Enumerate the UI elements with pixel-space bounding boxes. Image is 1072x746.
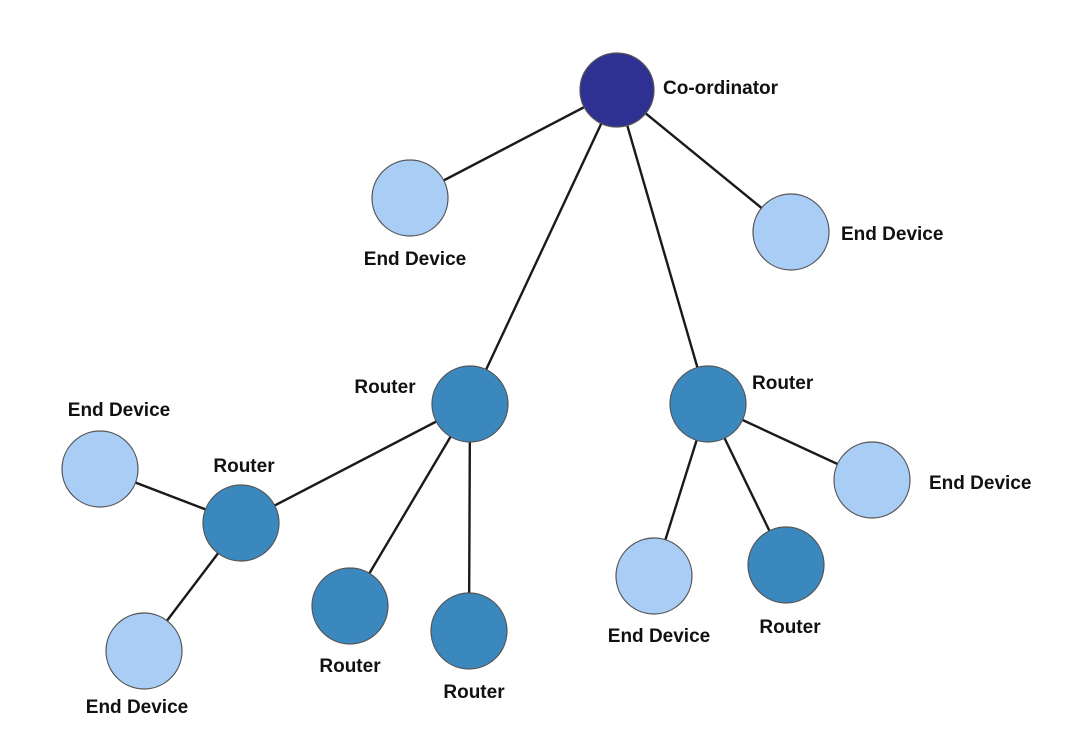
node-router-bottom-b [430,592,508,670]
node-co-ordinator [579,52,655,128]
edge-router-center-left-to-router-far-left [239,402,472,525]
label-router-bottom-a: Router [319,656,381,677]
label-router-right-bottom: Router [759,617,821,638]
label-router-far-left: Router [213,456,275,477]
label-router-center-right: Router [752,373,814,394]
node-router-bottom-a [311,567,389,645]
label-router-center-left: Router [354,377,416,398]
node-end-device-far-left-top [61,430,139,508]
edge-co-ordinator-to-router-center-left [468,88,619,406]
label-end-device-far-right: End Device [929,473,1031,494]
node-router-center-right [669,365,747,443]
node-end-device-top-right [752,193,830,271]
label-end-device-top-right: End Device [841,224,943,245]
label-router-bottom-b: Router [443,682,505,703]
edge-router-center-left-to-router-bottom-a [348,402,472,608]
node-end-device-far-left-bottom [105,612,183,690]
node-end-device-right-bottom [615,537,693,615]
node-end-device-far-right [833,441,911,519]
node-end-device-top-left [371,159,449,237]
nodes-layer [61,52,911,690]
label-end-device-far-left-bottom: End Device [86,697,188,718]
label-co-ordinator: Co-ordinator [663,78,779,99]
label-end-device-right-bottom: End Device [608,626,710,647]
node-router-right-bottom [747,526,825,604]
label-end-device-top-left: End Device [364,249,466,270]
label-end-device-far-left-top: End Device [68,400,170,421]
edge-co-ordinator-to-end-device-top-left [408,88,619,200]
edge-co-ordinator-to-router-center-right [615,88,710,406]
node-router-center-left [431,365,509,443]
node-router-far-left [202,484,280,562]
